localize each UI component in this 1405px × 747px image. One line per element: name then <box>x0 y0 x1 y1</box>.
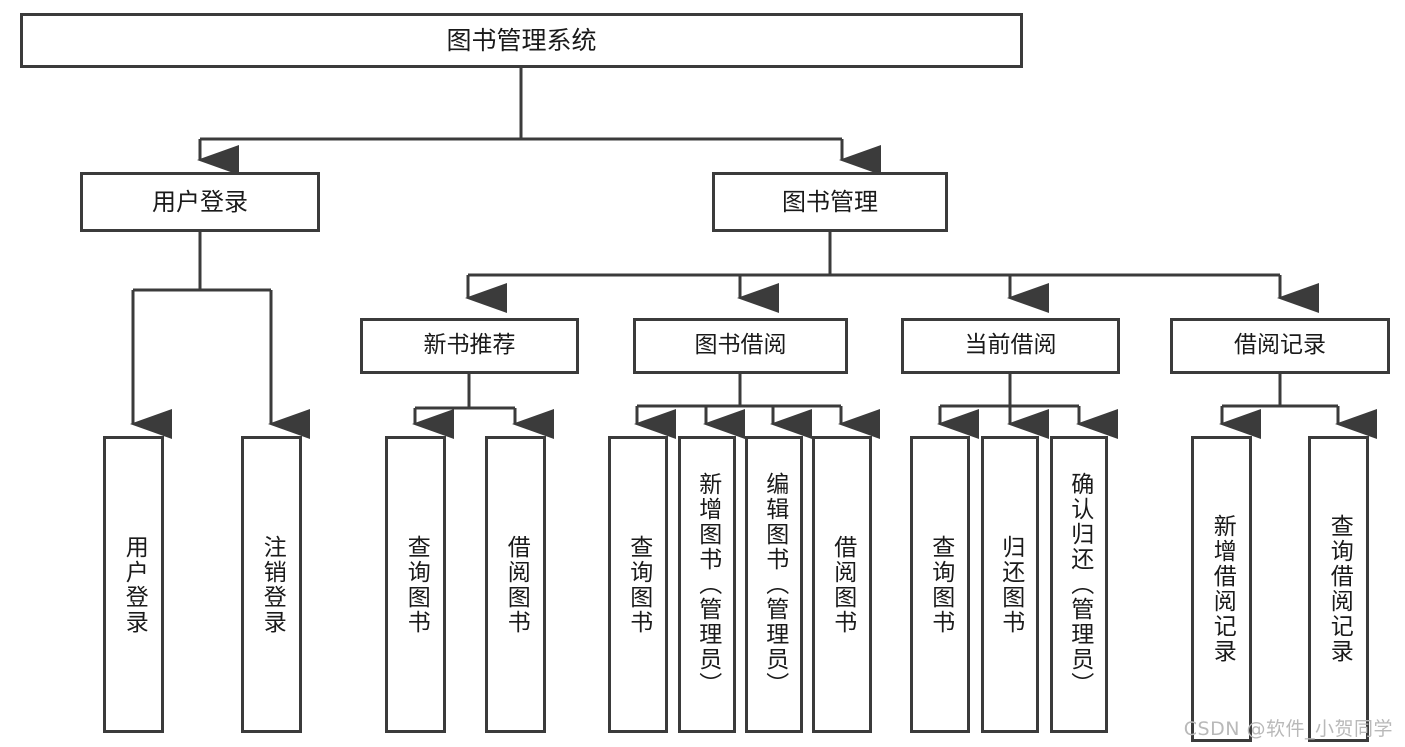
node-current-borrow[interactable]: 当前借阅 <box>901 318 1120 374</box>
leaf-logout[interactable]: 注销登录 <box>241 436 302 733</box>
node-label: 借阅记录 <box>1234 332 1326 359</box>
node-label: 查询借阅记录 <box>1326 514 1353 664</box>
node-borrow-record[interactable]: 借阅记录 <box>1170 318 1390 374</box>
node-label: 新书推荐 <box>423 332 516 359</box>
node-root-system[interactable]: 图书管理系统 <box>20 13 1023 68</box>
node-label: 图书管理 <box>782 187 878 216</box>
leaf-add-borrow-record[interactable]: 新增借阅记录 <box>1191 436 1252 742</box>
node-label: 新增图书（管理员） <box>694 472 721 697</box>
leaf-query-book-borrow[interactable]: 查询图书 <box>608 436 668 733</box>
node-label: 归还图书 <box>997 534 1024 635</box>
node-label: 当前借阅 <box>964 332 1057 359</box>
node-label: 编辑图书（管理员） <box>761 472 788 697</box>
leaf-borrow-book-recommend[interactable]: 借阅图书 <box>485 436 546 733</box>
node-label: 查询图书 <box>927 534 954 635</box>
leaf-return-book[interactable]: 归还图书 <box>981 436 1039 733</box>
leaf-confirm-return-admin[interactable]: 确认归还（管理员） <box>1050 436 1108 733</box>
node-label: 新增借阅记录 <box>1209 514 1236 664</box>
node-label: 借阅图书 <box>829 534 856 635</box>
node-book-borrow[interactable]: 图书借阅 <box>633 318 848 374</box>
node-label: 用户登录 <box>121 534 148 635</box>
node-label: 图书管理系统 <box>446 25 597 55</box>
node-label: 借阅图书 <box>503 534 530 635</box>
csdn-watermark: CSDN @软件_小贺同学 <box>1183 718 1393 740</box>
leaf-borrow-book-borrow[interactable]: 借阅图书 <box>812 436 872 733</box>
node-label: 注销登录 <box>259 534 286 635</box>
node-book-manage[interactable]: 图书管理 <box>712 172 948 232</box>
leaf-edit-book-admin[interactable]: 编辑图书（管理员） <box>745 436 803 733</box>
node-new-book-recommend[interactable]: 新书推荐 <box>360 318 579 374</box>
node-label: 图书借阅 <box>694 332 787 359</box>
leaf-query-book-recommend[interactable]: 查询图书 <box>385 436 446 733</box>
leaf-add-book-admin[interactable]: 新增图书（管理员） <box>678 436 736 733</box>
node-label: 查询图书 <box>403 534 430 635</box>
node-label: 用户登录 <box>152 187 248 216</box>
leaf-query-book-current[interactable]: 查询图书 <box>910 436 970 733</box>
leaf-user-login[interactable]: 用户登录 <box>103 436 164 733</box>
node-label: 确认归还（管理员） <box>1066 472 1093 697</box>
node-user-login[interactable]: 用户登录 <box>80 172 320 232</box>
leaf-query-borrow-record[interactable]: 查询借阅记录 <box>1308 436 1369 742</box>
node-label: 查询图书 <box>625 534 652 635</box>
